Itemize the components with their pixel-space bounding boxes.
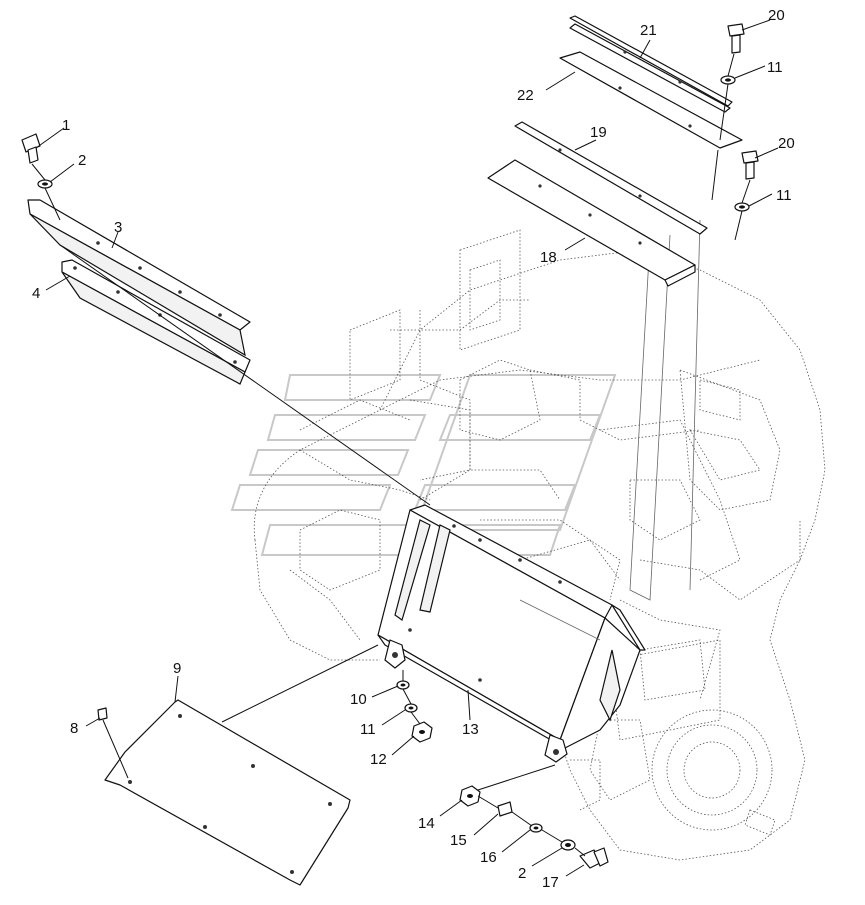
callout-21: 21: [640, 22, 657, 39]
callout-15: 15: [450, 832, 467, 849]
bolt-1: [21, 133, 41, 164]
callout-19: 19: [590, 124, 607, 141]
washer-16: [529, 823, 543, 833]
nut-12: [411, 721, 433, 743]
clip-15: [497, 801, 513, 817]
callout-20-lower: 20: [778, 135, 795, 152]
callout-11-lower: 11: [776, 187, 792, 204]
nut-14: [459, 785, 481, 807]
part-3-upper-strip: [27, 199, 251, 357]
callout-labels: 1 2 3 4 8 9 10 11 11 11 12 13 14 15 16 2…: [32, 7, 795, 891]
washer-2-top: [37, 179, 53, 189]
callout-2-top: 2: [78, 152, 86, 169]
callout-11-upper: 11: [767, 59, 783, 76]
part-21-top-strip: [569, 15, 733, 113]
part-18-panel: [487, 159, 696, 287]
callout-8: 8: [70, 720, 78, 737]
washer-11-upper: [720, 75, 736, 85]
bolt-20-lower: [741, 150, 759, 180]
washer-2-bottom: [560, 839, 576, 851]
callout-1: 1: [62, 117, 70, 134]
bolt-20-upper: [727, 23, 745, 54]
callout-11-middle: 11: [360, 721, 376, 738]
part-4-lower-strip: [61, 259, 251, 385]
callout-17: 17: [542, 874, 559, 891]
watermark-logo: [230, 374, 617, 556]
washer-11-lower: [734, 202, 750, 212]
callout-14: 14: [418, 815, 435, 832]
part-13-housing: [377, 504, 646, 763]
part-9-plate: [104, 699, 351, 886]
callout-12: 12: [370, 751, 387, 768]
callout-13: 13: [462, 721, 479, 738]
engine-frame-outline: [253, 219, 826, 861]
callout-18: 18: [540, 249, 557, 266]
callout-22: 22: [517, 87, 534, 104]
callout-10: 10: [350, 691, 367, 708]
callout-16: 16: [480, 849, 497, 866]
callout-2-bottom: 2: [518, 865, 526, 882]
part-19-strip: [514, 121, 708, 235]
washer-11-middle: [404, 703, 418, 713]
callout-leaders: [35, 19, 779, 877]
bolt-17: [579, 847, 609, 869]
assembly-lines: [31, 53, 751, 857]
washer-10: [396, 680, 410, 690]
callout-9: 9: [173, 660, 181, 677]
bolt-8: [97, 707, 108, 721]
callout-3: 3: [114, 219, 122, 236]
callout-20-upper: 20: [768, 7, 785, 24]
part-22-plate: [559, 51, 743, 149]
callout-4: 4: [32, 285, 40, 302]
